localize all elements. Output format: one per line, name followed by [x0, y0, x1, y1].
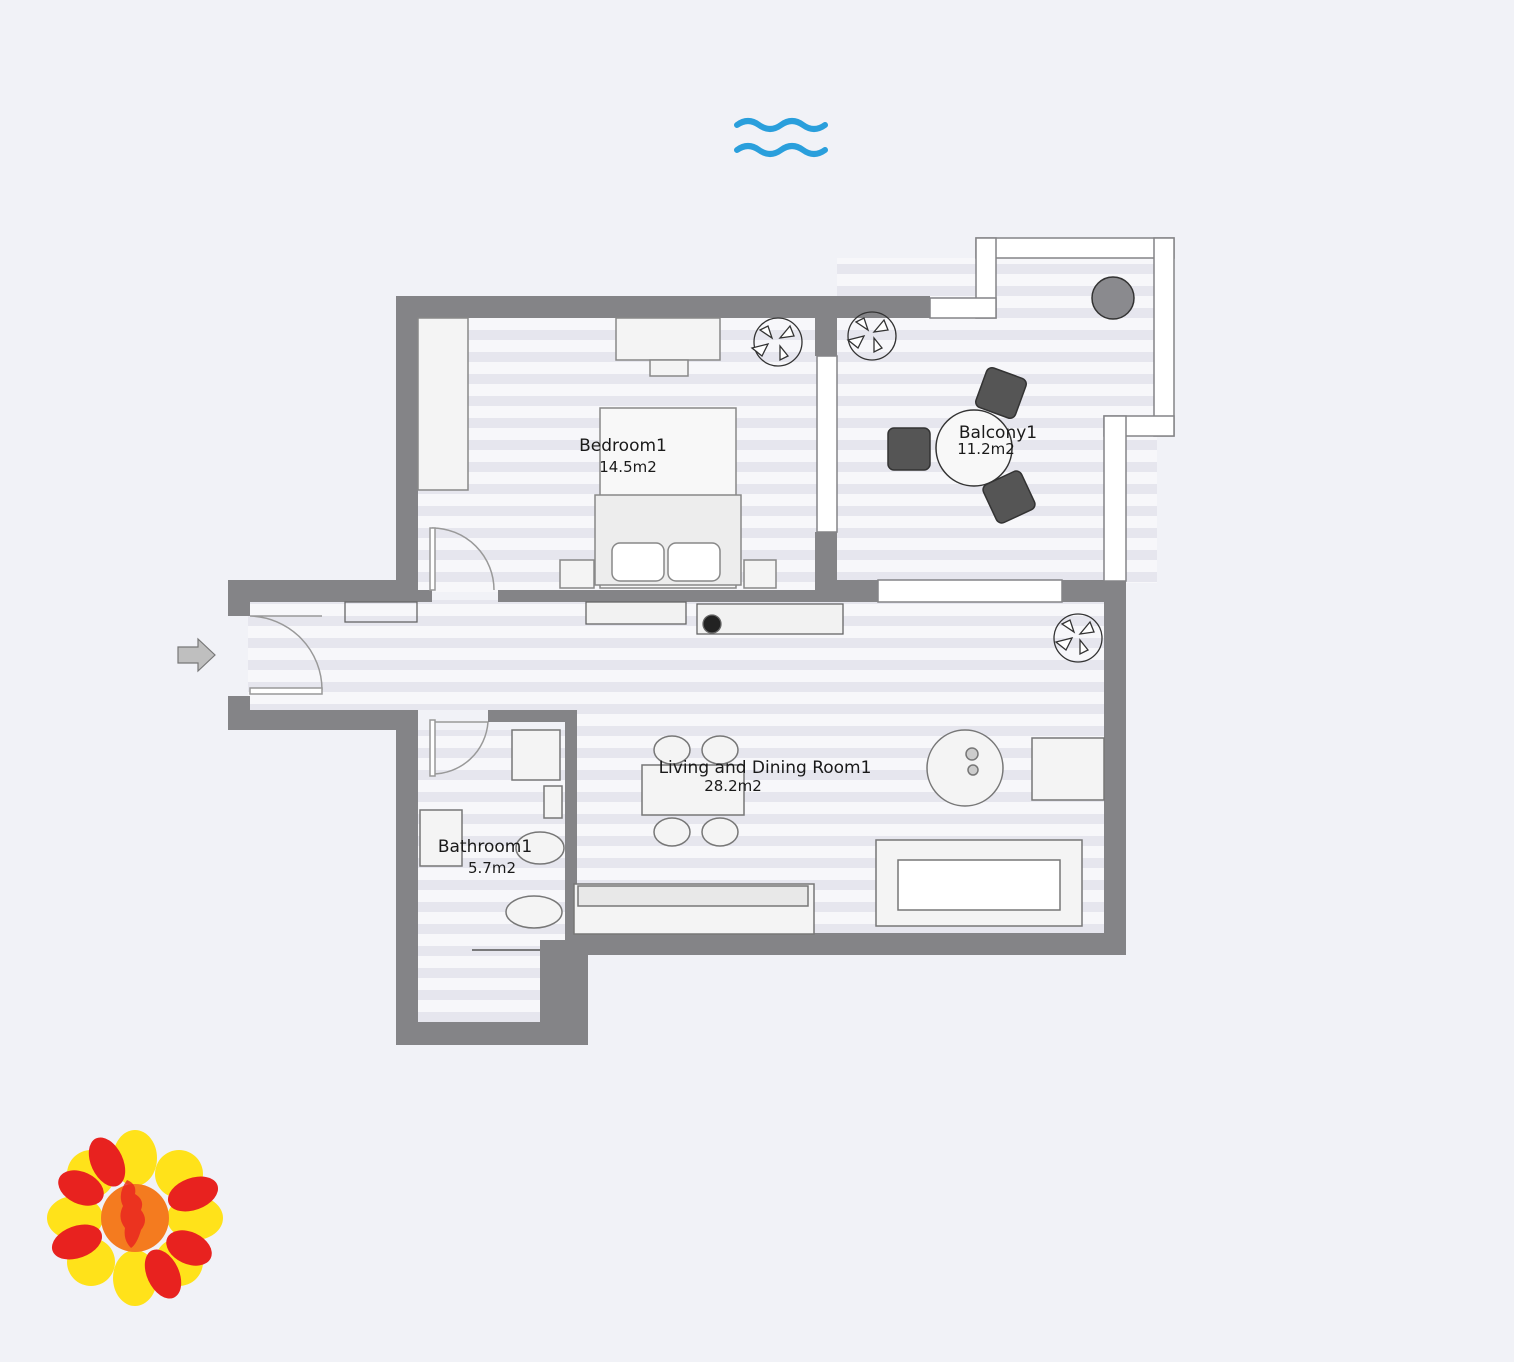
- walls: [228, 296, 1126, 1045]
- balcony-furniture: [887, 276, 1135, 524]
- svg-text:5.7m2: 5.7m2: [468, 859, 516, 877]
- corridor-furniture: [344, 601, 844, 635]
- flower-logo: [47, 1130, 223, 1306]
- svg-text:11.2m2: 11.2m2: [957, 440, 1015, 458]
- living-furniture: [573, 729, 1105, 935]
- svg-text:Balcony1: Balcony1: [959, 423, 1037, 443]
- waves-icon: [734, 118, 828, 157]
- balcony-railing: [816, 237, 1175, 603]
- svg-text:14.5m2: 14.5m2: [599, 458, 657, 476]
- room-label-bathroom: Bathroom1 5.7m2: [438, 837, 532, 877]
- toilet: [505, 895, 563, 929]
- nightstand-left: [559, 559, 595, 589]
- plant-icon: [1053, 613, 1103, 663]
- balcony-chair: [975, 367, 1027, 419]
- nightstand-right: [743, 559, 777, 589]
- pillow-right: [667, 542, 721, 582]
- console: [696, 603, 844, 635]
- room-label-balcony: Balcony1 11.2m2: [957, 423, 1037, 458]
- washing-machine: [511, 729, 561, 781]
- svg-text:Bedroom1: Bedroom1: [579, 436, 667, 456]
- sink: [419, 809, 463, 867]
- shoe-cabinet: [585, 601, 687, 625]
- svg-text:Bathroom1: Bathroom1: [438, 837, 532, 857]
- svg-text:28.2m2: 28.2m2: [704, 777, 762, 795]
- bedroom-furniture: [417, 317, 777, 589]
- dining-table: [641, 764, 745, 816]
- pillow-left: [611, 542, 665, 582]
- coffee-table: [926, 729, 1004, 807]
- doors: [249, 527, 495, 777]
- plant-icon: [846, 311, 897, 361]
- room-label-bedroom: Bedroom1 14.5m2: [579, 436, 667, 476]
- entrance-arrow-icon: [177, 637, 216, 673]
- plant-icon: [750, 317, 803, 367]
- room-label-living: Living and Dining Room1 28.2m2: [659, 758, 872, 795]
- balcony-table: [935, 409, 1013, 487]
- armchair: [1031, 737, 1105, 801]
- balcony-chair: [982, 470, 1036, 524]
- desk: [615, 317, 721, 361]
- chair: [649, 359, 689, 377]
- svg-text:Living and Dining Room1: Living and Dining Room1: [659, 758, 872, 778]
- coat-rack: [344, 601, 418, 623]
- balcony-chair: [887, 427, 931, 471]
- wardrobe: [417, 317, 469, 491]
- bathroom-fixtures: [419, 729, 565, 951]
- balcony-planter: [1091, 276, 1135, 320]
- bidet: [515, 831, 565, 865]
